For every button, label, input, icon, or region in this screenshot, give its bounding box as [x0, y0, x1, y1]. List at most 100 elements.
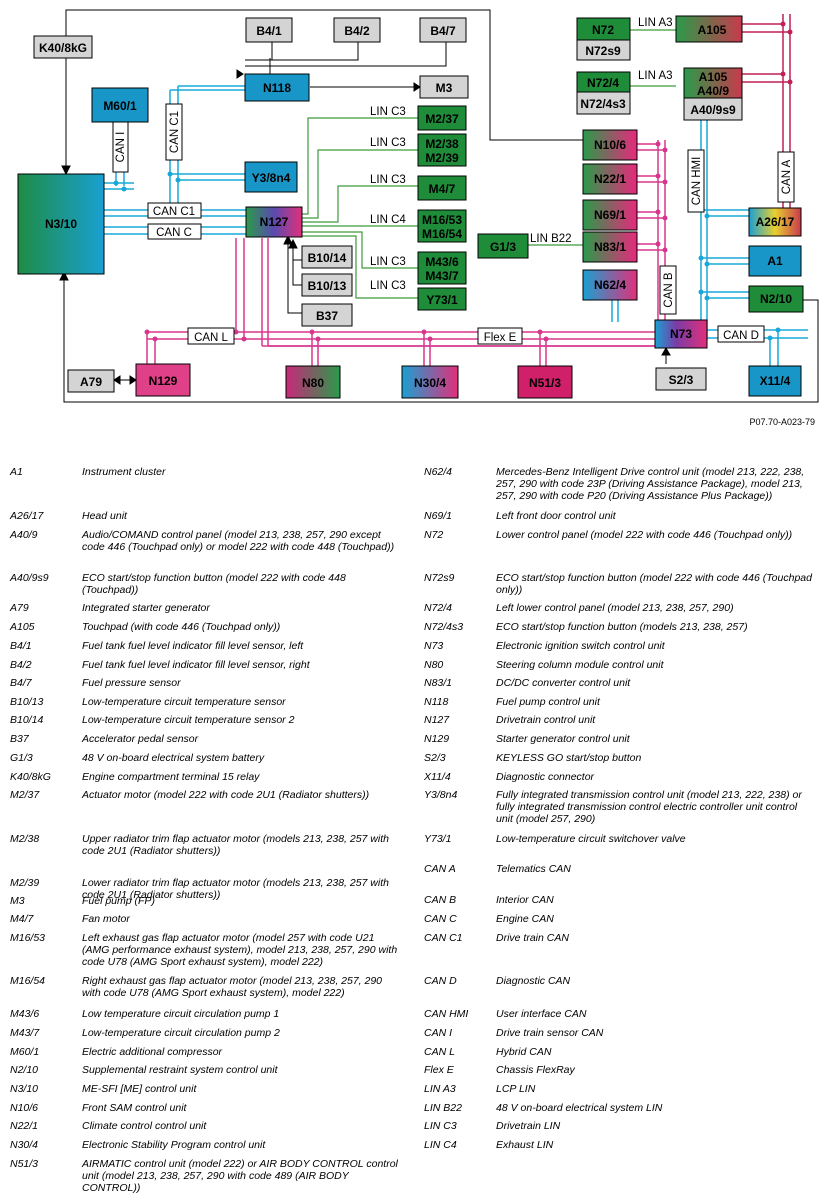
- component-a79[interactable]: A79: [67, 369, 115, 393]
- component-m4-7[interactable]: M4/7: [417, 175, 467, 201]
- legend-right-description: Fuel pump control unit: [496, 696, 600, 708]
- legend-left-code: A1: [10, 466, 23, 478]
- legend-right-description: Drivetrain control unit: [496, 714, 596, 726]
- bus-can-c1-vertical-label: CAN C1: [169, 111, 181, 153]
- component-a40-9s9[interactable]: A40/9s9: [683, 97, 743, 121]
- legend-left-code: B10/13: [10, 696, 44, 708]
- terminal-15-wiring: [59, 9, 819, 403]
- component-n127[interactable]: N127: [245, 206, 303, 238]
- component-a105-top[interactable]: A105: [675, 15, 743, 43]
- legend-left-description: Fuel tank fuel level indicator fill leve…: [82, 640, 304, 652]
- component-n3-10[interactable]: N3/10: [17, 173, 105, 275]
- lin-c3-label-1: LIN C3: [370, 106, 406, 118]
- component-n22-1[interactable]: N22/1: [582, 163, 638, 195]
- component-n72-4[interactable]: N72/4: [576, 71, 631, 93]
- m60-1-label: M60/1: [103, 99, 137, 113]
- legend-right-description: Drivetrain LIN: [496, 1120, 561, 1132]
- legend-right-code: N118: [424, 696, 449, 708]
- n30-4-label: N30/4: [414, 376, 446, 390]
- component-n73[interactable]: N73: [654, 319, 708, 349]
- component-m2-37[interactable]: M2/37: [417, 105, 467, 131]
- n3-10-label: N3/10: [45, 217, 77, 231]
- legend-right-code: Y3/8n4: [424, 789, 458, 801]
- legend-left-description: Supplemental restraint system control un…: [82, 1064, 278, 1076]
- legend-right-code: N129: [424, 733, 450, 745]
- component-b37[interactable]: B37: [301, 303, 353, 327]
- legend-right-description: Electronic ignition switch control unit: [496, 640, 665, 652]
- component-k40-8kg[interactable]: K40/8kG: [33, 35, 93, 59]
- legend-left-description: ME-SFI [ME] control unit: [82, 1083, 197, 1095]
- a105-top-label: A105: [698, 23, 727, 37]
- legend-right-description: Diagnostic CAN: [496, 975, 571, 987]
- component-n129[interactable]: N129: [135, 363, 191, 397]
- component-b4-1[interactable]: B4/1: [245, 17, 293, 43]
- component-b10-14[interactable]: B10/14: [301, 245, 353, 269]
- bus-can-c1-vertical: CAN C1: [165, 103, 183, 161]
- component-y73-1[interactable]: Y73/1: [417, 287, 467, 311]
- g1-3-label: G1/3: [490, 240, 516, 254]
- n69-1-label: N69/1: [594, 208, 626, 222]
- component-n30-4[interactable]: N30/4: [401, 365, 459, 399]
- legend-right-description: LCP LIN: [496, 1083, 536, 1095]
- bus-can-hmi: CAN HMI: [687, 149, 705, 213]
- b4-1-label: B4/1: [256, 24, 282, 38]
- m16-53-label: M16/53: [422, 213, 462, 227]
- component-n51-3[interactable]: N51/3: [517, 365, 573, 399]
- component-b10-13[interactable]: B10/13: [301, 273, 353, 297]
- component-n72-4s3[interactable]: N72/4s3: [576, 91, 631, 115]
- component-m16-53-54[interactable]: M16/53 M16/54: [417, 209, 467, 243]
- n73-label: N73: [670, 327, 692, 341]
- component-n2-10[interactable]: N2/10: [748, 285, 804, 313]
- component-s2-3[interactable]: S2/3: [655, 367, 707, 391]
- component-m3[interactable]: M3: [419, 75, 469, 99]
- legend-right-description: Interior CAN: [496, 894, 554, 906]
- component-y3-8n4[interactable]: Y3/8n4: [244, 161, 298, 193]
- component-g1-3[interactable]: G1/3: [477, 233, 529, 259]
- lin-c3-label-4: LIN C3: [370, 256, 406, 268]
- legend-right-description: Lower control panel (model 222 with code…: [496, 529, 793, 541]
- bus-can-hmi-label: CAN HMI: [691, 157, 703, 206]
- legend-right-code: LIN B22: [424, 1102, 462, 1114]
- n129-label: N129: [149, 374, 178, 388]
- component-n62-4[interactable]: N62/4: [582, 269, 638, 301]
- bus-label-boxes: CAN I CAN C1 CAN C1 CAN C CAN L Flex E C…: [112, 103, 795, 345]
- legend-left-description: Accelerator pedal sensor: [82, 733, 199, 745]
- m43-7-label: M43/7: [425, 269, 459, 283]
- legend-left-code: M4/7: [10, 913, 34, 925]
- component-n80[interactable]: N80: [285, 365, 341, 399]
- legend-right-code: Y73/1: [424, 833, 452, 845]
- component-n69-1[interactable]: N69/1: [582, 199, 638, 231]
- component-a105-a40-9[interactable]: A105 A40/9: [683, 67, 743, 99]
- b37-label: B37: [316, 309, 338, 323]
- legend-left-code: N3/10: [10, 1083, 39, 1095]
- legend-left-description: Head unit: [82, 510, 127, 522]
- legend-left-description: Electronic Stability Program control uni…: [82, 1139, 266, 1151]
- components: K40/8kG B4/1 B4/2 B4/7 N118 M3 M60/1 Y3/…: [17, 15, 804, 399]
- component-a1[interactable]: A1: [748, 245, 802, 277]
- legend-right-code: S2/3: [424, 752, 446, 764]
- component-n83-1[interactable]: N83/1: [582, 231, 638, 263]
- legend-right-description: KEYLESS GO start/stop button: [496, 752, 642, 764]
- lin-c3-label-2: LIN C3: [370, 137, 406, 149]
- component-a26-17[interactable]: A26/17: [748, 207, 802, 237]
- legend-left-code: A79: [10, 602, 29, 614]
- legend-right-code: CAN HMI: [424, 1008, 469, 1020]
- lin-lines: [298, 29, 676, 299]
- legend-left-description: Left exhaust gas flap actuator motor (mo…: [82, 932, 398, 968]
- component-n118[interactable]: N118: [244, 73, 310, 102]
- component-b4-2[interactable]: B4/2: [333, 17, 381, 43]
- component-n72[interactable]: N72: [576, 17, 631, 41]
- lin-a3-label-1: LIN A3: [638, 17, 673, 29]
- component-n72s9[interactable]: N72s9: [576, 39, 631, 61]
- bus-can-b-label: CAN B: [663, 272, 675, 307]
- component-n10-6[interactable]: N10/6: [582, 129, 638, 161]
- legend-left-code: M2/39: [10, 877, 40, 889]
- component-b4-7[interactable]: B4/7: [419, 17, 467, 43]
- legend-right-description: DC/DC converter control unit: [496, 677, 631, 689]
- legend-left-description: Low-temperature circuit circulation pump…: [82, 1027, 280, 1039]
- component-m2-38-39[interactable]: M2/38 M2/39: [417, 133, 467, 167]
- component-m60-1[interactable]: M60/1: [91, 87, 149, 123]
- legend-left-description: Touchpad (with code 446 (Touchpad only)): [82, 621, 281, 633]
- component-x11-4[interactable]: X11/4: [748, 365, 802, 397]
- component-m43-6-7[interactable]: M43/6 M43/7: [417, 251, 467, 285]
